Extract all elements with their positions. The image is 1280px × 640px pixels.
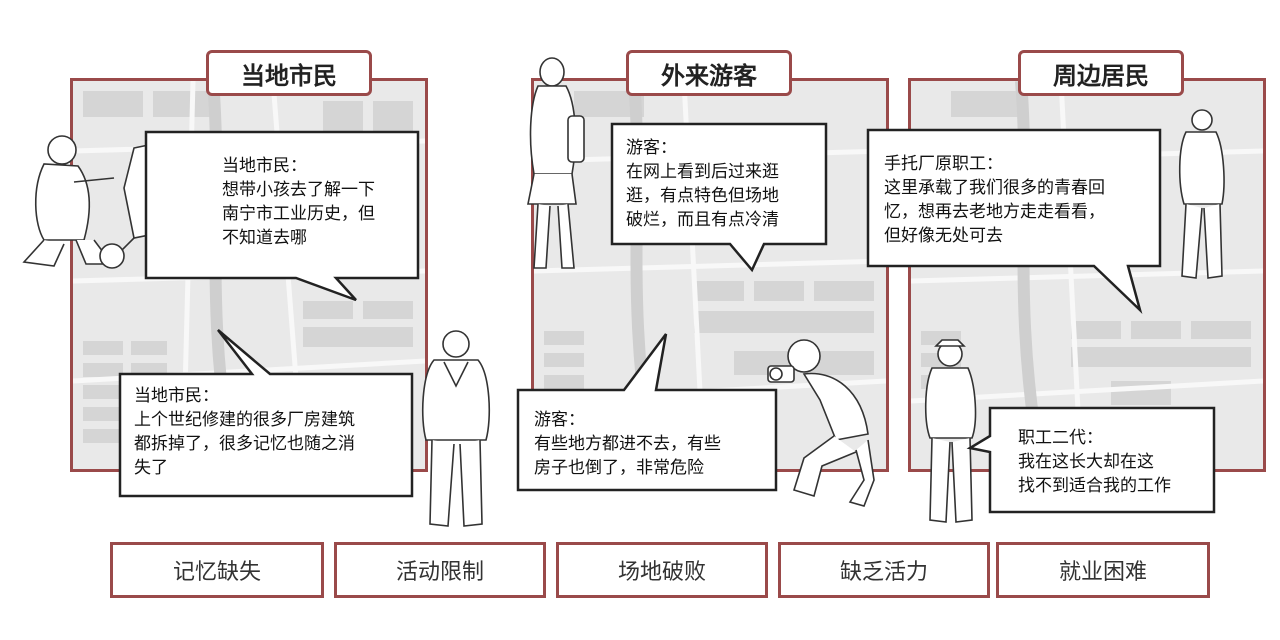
- bubble-line: 都拆掉了，很多记忆也随之消: [134, 434, 355, 454]
- speech-bubble: 当地市民： 想带小孩去了解一下 南宁市工业历史，但 不知道去哪: [144, 130, 426, 302]
- bubble-line: 找不到适合我的工作: [1018, 476, 1171, 496]
- issue-label-site-dilapidation: 场地破败: [556, 542, 768, 598]
- speech-bubble: 当地市民： 上个世纪修建的很多厂房建筑 都拆掉了，很多记忆也随之消 失了: [118, 329, 416, 498]
- speech-bubble-shape: [516, 333, 778, 492]
- bubble-line: 当地市民：: [134, 386, 219, 406]
- speech-bubble: 游客： 在网上看到后过来逛 逛，有点特色但场地 破烂，而且有点冷清: [610, 122, 830, 273]
- speech-bubble-shape: [118, 329, 414, 498]
- bubble-line: 手托厂原职工：: [884, 154, 1003, 174]
- issue-label-memory-loss: 记忆缺失: [110, 542, 324, 598]
- woman-tourist-figure: [527, 57, 585, 269]
- bubble-line: 但好像无处可去: [884, 226, 1003, 246]
- bubble-line: 想带小孩去了解一下: [222, 180, 375, 200]
- speech-bubble-shape: [610, 122, 828, 273]
- photographer-figure: [767, 339, 875, 507]
- bubble-line: 在网上看到后过来逛: [626, 162, 779, 182]
- panel-title-tourists: 外来游客: [626, 50, 792, 96]
- walking-resident-figure: [1178, 109, 1225, 279]
- issue-label-activity-restriction: 活动限制: [334, 542, 546, 598]
- bubble-line: 我在这长大却在这: [1018, 452, 1154, 472]
- panel-title-nearby-residents: 周边居民: [1018, 50, 1184, 96]
- bubble-line: 不知道去哪: [222, 228, 307, 248]
- bubble-line: 游客：: [626, 138, 677, 158]
- bubble-line: 忆，想再去老地方走走看看，: [884, 202, 1105, 222]
- speech-bubble-shape: [144, 130, 420, 302]
- bubble-line: 失了: [134, 458, 168, 478]
- elderly-man-figure: [421, 330, 491, 527]
- bubble-line: 有些地方都进不去，有些: [534, 434, 721, 454]
- issue-label-employment-difficulty: 就业困难: [996, 542, 1210, 598]
- bubble-line: 逛，有点特色但场地: [626, 186, 779, 206]
- bubble-line: 上个世纪修建的很多厂房建筑: [134, 410, 355, 430]
- bubble-line: 破烂，而且有点冷清: [626, 210, 779, 230]
- bubble-line: 游客：: [534, 410, 585, 430]
- bubble-line: 房子也倒了，非常危险: [534, 458, 704, 478]
- bubble-line: 南宁市工业历史，但: [222, 204, 375, 224]
- bubble-line: 当地市民：: [222, 156, 307, 176]
- speech-bubble: 职工二代： 我在这长大却在这 找不到适合我的工作: [966, 406, 1218, 514]
- bubble-line: 职工二代：: [1018, 428, 1103, 448]
- bubble-line: 这里承载了我们很多的青春回: [884, 178, 1105, 198]
- speech-bubble-shape: [866, 128, 1162, 315]
- speech-bubble-shape: [966, 406, 1216, 514]
- young-worker-figure: [924, 339, 977, 523]
- speech-bubble: 手托厂原职工： 这里承载了我们很多的青春回 忆，想再去老地方走走看看， 但好像无…: [866, 128, 1164, 315]
- panel-title-local-citizens: 当地市民: [206, 50, 372, 96]
- speech-bubble: 游客： 有些地方都进不去，有些 房子也倒了，非常危险: [516, 333, 780, 492]
- issue-label-lack-of-vitality: 缺乏活力: [778, 542, 990, 598]
